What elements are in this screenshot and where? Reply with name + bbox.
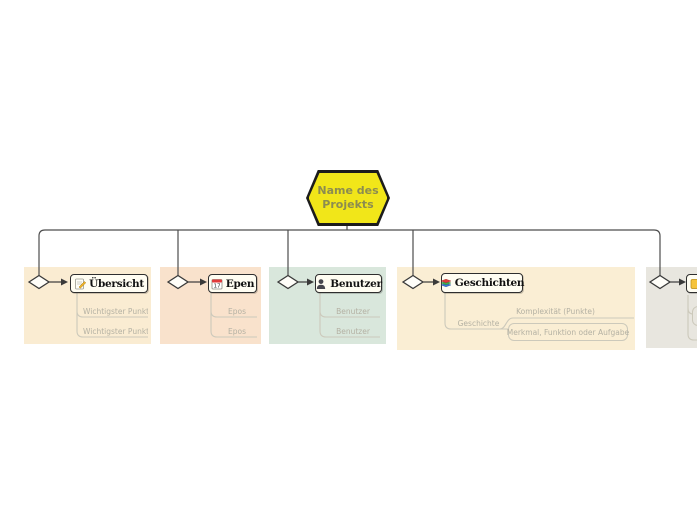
subtopic-clipped-box[interactable] [692, 306, 697, 326]
topic-label: Übersicht [89, 277, 144, 290]
subtopic-geschichte[interactable]: Geschichte [457, 319, 500, 328]
tree-connector [38, 226, 661, 276]
root-topic[interactable]: Name des Projekts [306, 170, 390, 226]
arrow-head [61, 278, 686, 286]
topic-label: Benutzer [330, 277, 382, 290]
subtopic-branch-lines [76, 293, 697, 341]
subtopic[interactable]: Benutzer [336, 307, 370, 316]
root-topic-fill: Name des Projekts [308, 172, 388, 224]
subtopic-merkmal-label: Merkmal, Funktion oder Aufgabe [506, 327, 630, 337]
clipped-topic-icon [690, 278, 697, 290]
topic-geschichten[interactable]: Geschichten [440, 273, 525, 293]
subtopic[interactable]: Wichtigster Punkt [83, 307, 148, 316]
subtopic-merkmal-box[interactable]: Merkmal, Funktion oder Aufgabe [506, 323, 630, 341]
books-icon [440, 277, 452, 289]
subtopic[interactable]: Wichtigster Punkt [83, 327, 148, 336]
branch-diamond[interactable] [166, 274, 190, 290]
calendar-icon: 17 [211, 278, 223, 290]
svg-text:17: 17 [213, 283, 221, 289]
topic-clipped[interactable] [686, 274, 697, 293]
topic-uebersicht[interactable]: Übersicht [70, 274, 148, 293]
subtopic[interactable]: Epos [228, 307, 246, 316]
subtopic-komplexitaet[interactable]: Komplexität (Punkte) [516, 307, 595, 316]
topic-benutzer[interactable]: Benutzer [315, 274, 382, 293]
topic-label: Epen [225, 277, 255, 290]
memo-icon [74, 278, 87, 290]
subtopic[interactable]: Benutzer [336, 327, 370, 336]
root-topic-label: Name des Projekts [317, 183, 379, 211]
branch-diamond[interactable] [648, 274, 672, 290]
topic-epen[interactable]: 17 Epen [208, 274, 257, 293]
branch-diamond[interactable] [401, 274, 425, 290]
topic-label: Geschichten [454, 277, 525, 289]
branch-diamond[interactable] [27, 274, 51, 290]
branch-diamond[interactable] [276, 274, 300, 290]
subtopic[interactable]: Epos [228, 327, 246, 336]
user-icon [315, 278, 327, 290]
